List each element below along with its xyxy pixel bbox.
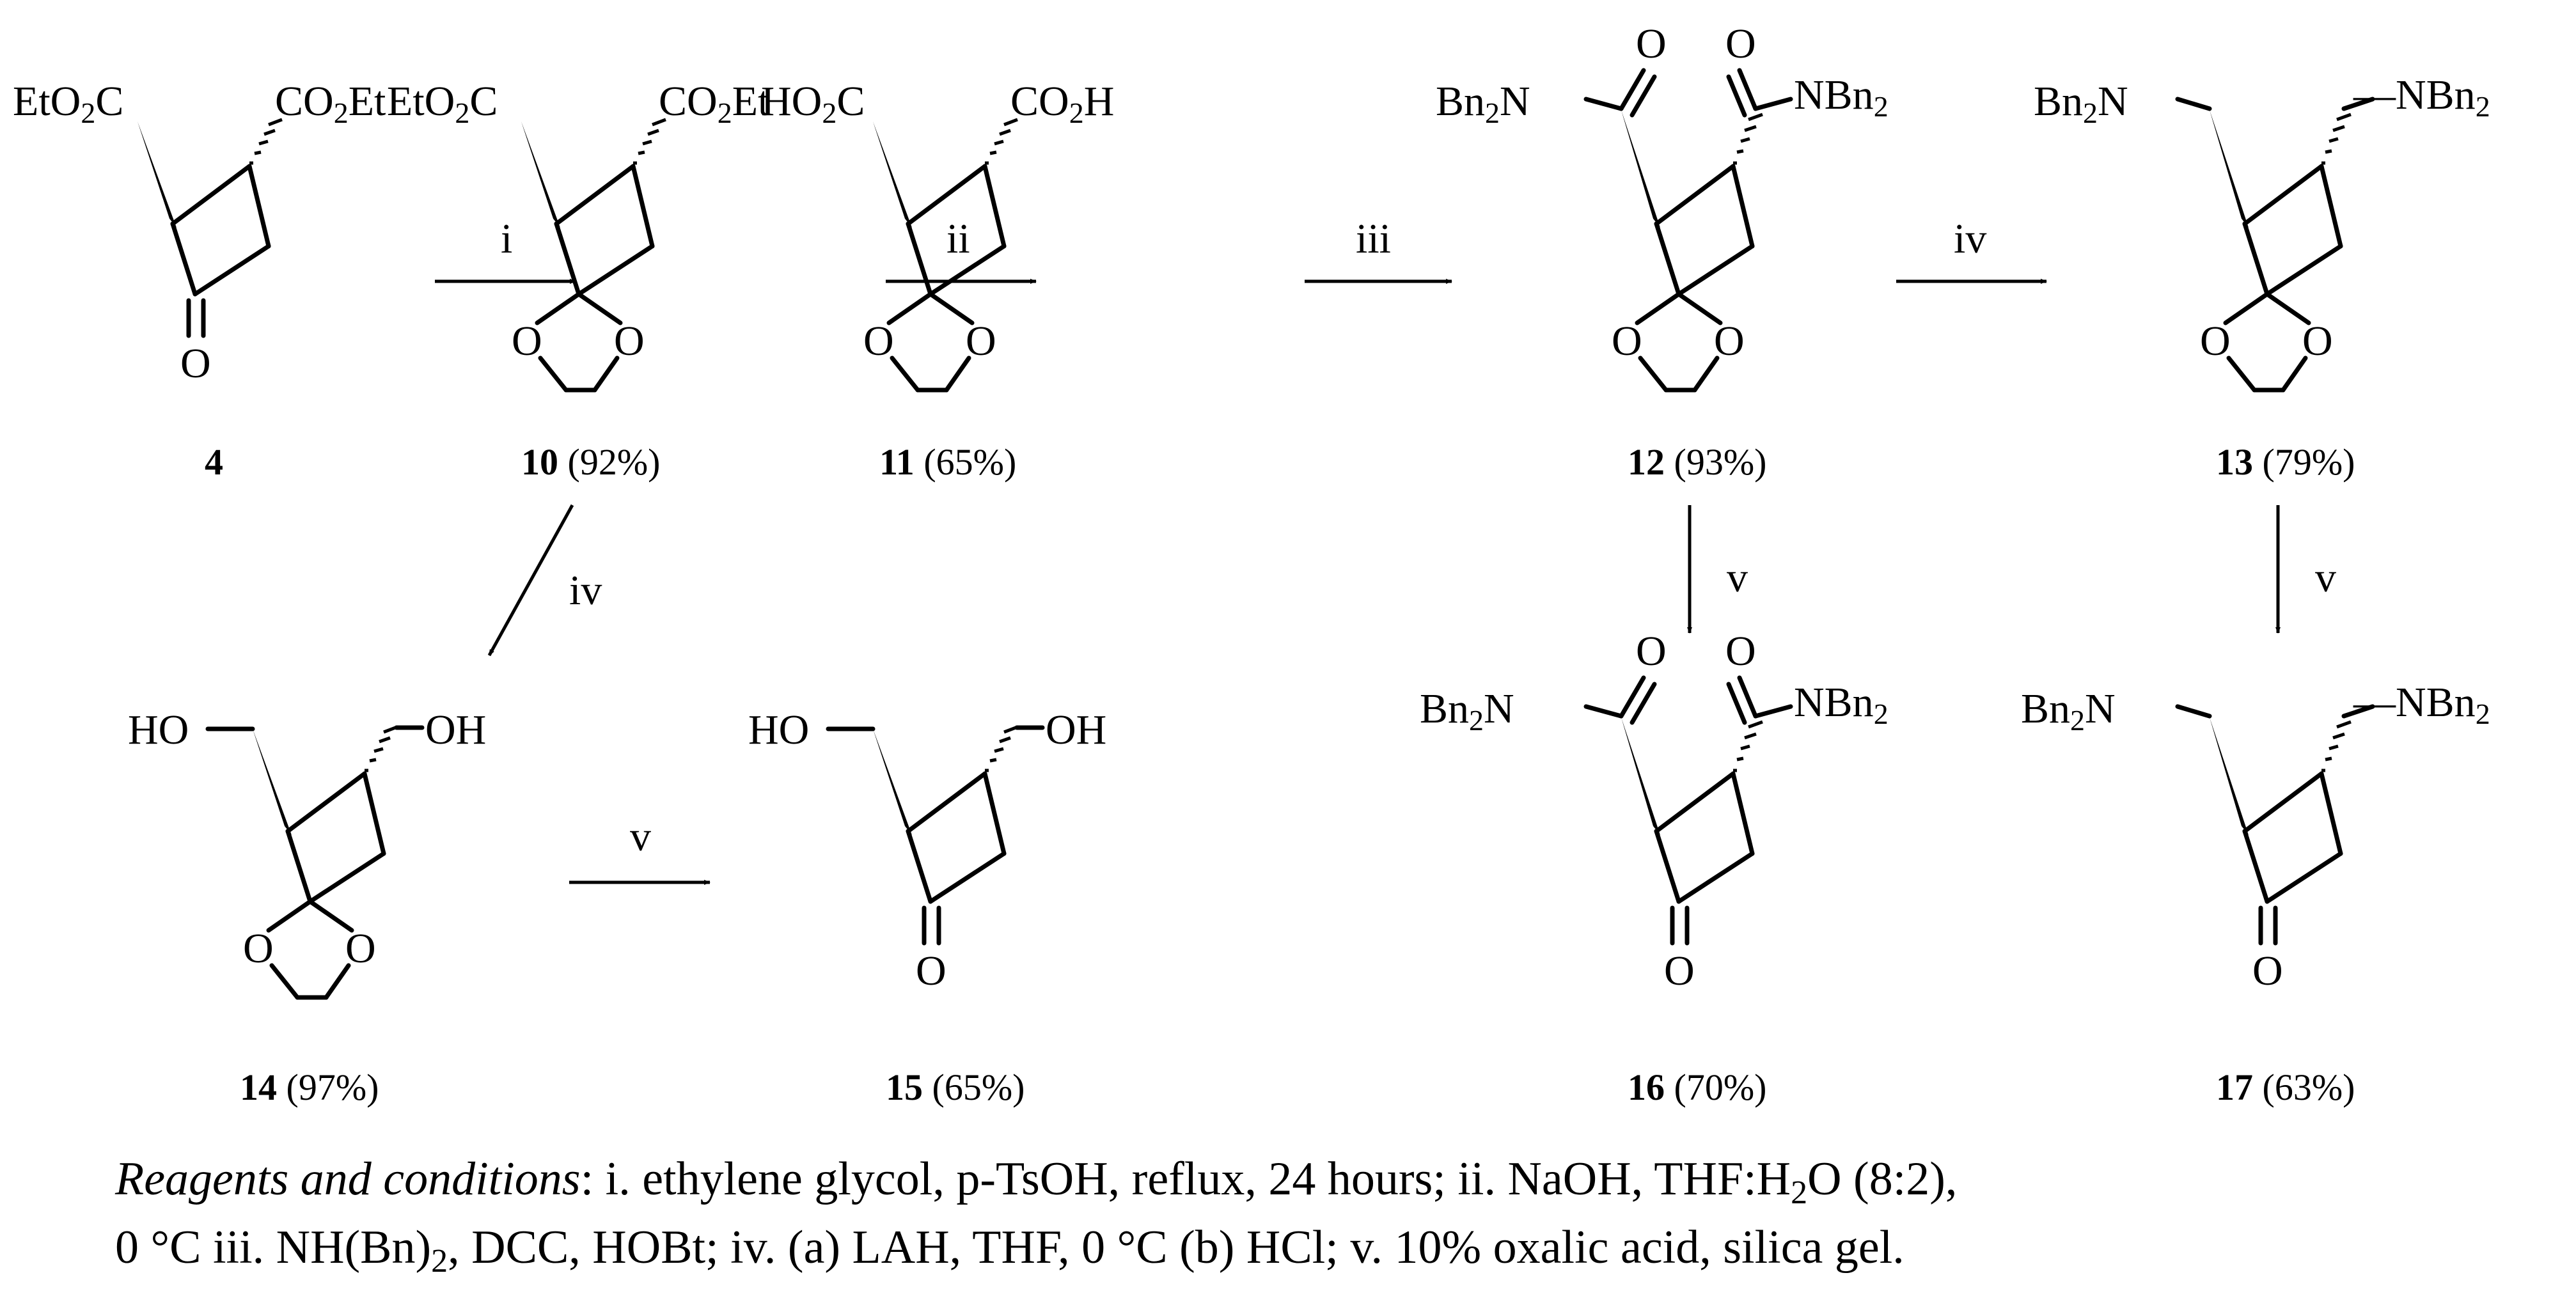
oxygen-label-12d: O [1714,318,1745,364]
compound-caption-17: 17 (63%) [2216,1066,2355,1108]
compound-10: O O EtO2C CO2Et 10 (92%) [387,78,769,483]
compound-4: EtO2C CO2Et O 4 [13,78,386,483]
oxygen-label-13b: O [2302,318,2333,364]
compound-17: Bn2N —NBn2 O 17 (63%) [2021,679,2490,1108]
co2h-label-11: CO2H [1010,78,1114,129]
ho2c-label-11: HO2C [761,78,865,129]
eto2c-label-4: EtO2C [13,78,123,129]
ho-label-14: HO [128,707,189,753]
arrow-v-13-17: v [2275,505,2336,634]
bn2n-label-17: Bn2N [2021,685,2116,737]
oxygen-label-4: O [180,340,211,387]
reagent-label-v-14-15: v [630,813,651,860]
arrow-ii: ii [886,215,1037,284]
reaction-conditions: Reagents and conditions: i. ethylene gly… [114,1153,1957,1279]
arrow-i: i [435,215,576,284]
conditions-line-1: Reagents and conditions: i. ethylene gly… [114,1153,1957,1211]
compound-caption-10: 10 (92%) [521,441,660,483]
compound-number-4: 4 [205,441,223,483]
oxygen-label-14a: O [243,925,274,972]
nbn2-label-16: NBn2 [1794,679,1889,730]
nbn2-label-13: —NBn2 [2353,72,2490,123]
oh-label-15: OH [1046,707,1106,753]
oxygen-label-12c: O [1612,318,1642,364]
compound-14: HO OH O O 14 (97%) [128,707,486,1108]
compound-13: Bn2N —NBn2 O O 13 (79%) [2034,72,2490,483]
oxygen-label-15: O [916,948,946,994]
compound-11: O O HO2C CO2H 11 (65%) [761,78,1114,483]
compound-15: HO OH O 15 (65%) [748,707,1106,1108]
bn2n-label-16: Bn2N [1420,685,1514,737]
oxygen-label-12a: O [1636,20,1667,67]
reagent-label-ii: ii [946,215,970,262]
oxygen-label-11a: O [863,318,894,364]
arrow-iii: iii [1305,215,1452,284]
compound-caption-12: 12 (93%) [1628,441,1766,483]
oh-label-14: OH [425,707,486,753]
oxygen-label-14b: O [345,925,376,972]
reagent-label-i: i [501,215,512,262]
conditions-line-2: 0 °C iii. NH(Bn)2, DCC, HOBt; iv. (a) LA… [115,1221,1905,1279]
compound-caption-16: 16 (70%) [1628,1066,1766,1108]
co2et-label-4: CO2Et [275,78,386,129]
arrow-v-14-15: v [569,813,711,885]
arrow-iv-top: iv [1896,215,2047,284]
compound-16: O O Bn2N NBn2 O 16 (70%) [1420,628,1889,1108]
arrow-iv-diagonal: iv [487,504,602,657]
oxygen-label-16c: O [1664,948,1695,994]
compound-caption-15: 15 (65%) [886,1066,1025,1108]
compound-caption-11: 11 (65%) [879,441,1016,483]
bn2n-label-13: Bn2N [2034,78,2128,129]
oxygen-label-16a: O [1636,628,1667,675]
reagent-label-v-13-17: v [2315,554,2336,601]
nbn2-label-17: —NBn2 [2353,679,2490,730]
co2et-label-10: CO2Et [659,78,769,129]
compound-12: O O Bn2N NBn2 O O 12 (93%) [1436,20,1889,483]
oxygen-label-16b: O [1725,628,1756,675]
compound-caption-14: 14 (97%) [240,1066,379,1108]
ho-label-15: HO [748,707,809,753]
eto2c-label-10: EtO2C [387,78,498,129]
nbn2-label-12: NBn2 [1794,72,1889,123]
oxygen-label-11b: O [966,318,996,364]
oxygen-label-10b: O [614,318,645,364]
arrow-v-12-16: v [1687,505,1748,634]
oxygen-label-10a: O [512,318,542,364]
reagent-label-iv-top: iv [1954,215,1986,262]
reagent-label-iv-diagonal: iv [569,567,602,614]
bn2n-label-12: Bn2N [1436,78,1530,129]
reagent-label-v-12-16: v [1727,554,1748,601]
oxygen-label-12b: O [1725,20,1756,67]
oxygen-label-17: O [2252,948,2283,994]
oxygen-label-13a: O [2200,318,2231,364]
compound-caption-13: 13 (79%) [2216,441,2355,483]
reagent-label-iii: iii [1356,215,1391,262]
